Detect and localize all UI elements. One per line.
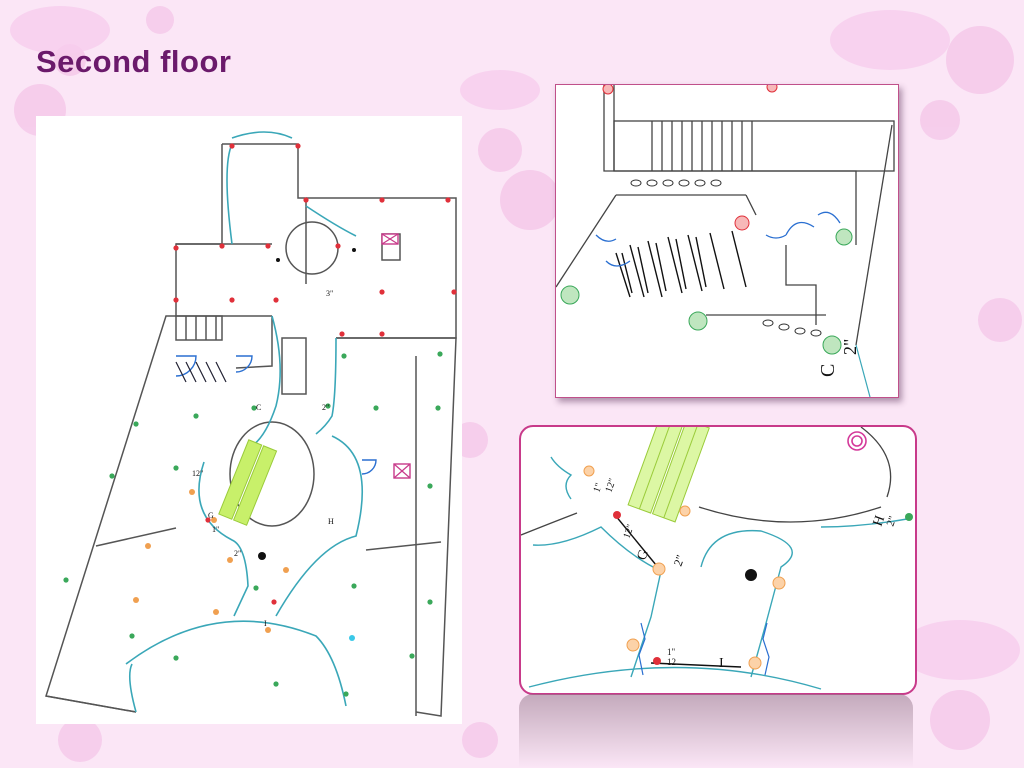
main-label-h: H <box>328 517 334 526</box>
main-label-12: 12" <box>192 469 203 478</box>
bottom-inset-label-2b: 2" <box>885 515 900 529</box>
bottom-inset-label-12c: 12 <box>667 657 676 667</box>
bottom-inset-label-h: H <box>871 514 889 529</box>
bottom-inset-label-g: G <box>635 548 653 563</box>
top-inset-label-2: 2" <box>840 339 860 355</box>
top-inset-label-c: C <box>817 364 839 377</box>
restroom-detail-inset: C 2" <box>555 84 899 398</box>
main-label-2b: 2" <box>322 403 329 412</box>
main-label-1: 1" <box>212 525 219 534</box>
inset-reflection <box>519 694 913 768</box>
bottom-inset-label-2: 2" <box>671 553 688 568</box>
atrium-detail-drawing: G 2" 12" 1" 12" H 2" I 1" 12 <box>521 427 913 690</box>
second-floor-plan: G H I 12" 1" 2" 3" C 2" <box>36 116 462 724</box>
bottom-inset-label-i: I <box>719 656 724 671</box>
atrium-detail-inset: G 2" 12" 1" 12" H 2" I 1" 12 <box>519 425 917 695</box>
floor-plan-drawing: G H I 12" 1" 2" 3" C 2" <box>45 131 457 717</box>
restroom-detail-drawing: C 2" <box>556 85 895 397</box>
bottom-inset-label-1: 1" <box>591 482 604 494</box>
bottom-inset-label-1b: 1" <box>667 647 676 657</box>
main-label-2: 2" <box>234 549 241 558</box>
bottom-inset-label-12b: 12" <box>603 477 618 494</box>
bottom-inset-label-12a: 12" <box>621 523 636 540</box>
main-label-g: G <box>208 511 214 520</box>
slide-title: Second floor <box>36 44 232 79</box>
main-label-3: 3" <box>326 289 333 298</box>
main-label-c: C <box>256 403 261 412</box>
main-label-i: I <box>264 619 267 628</box>
